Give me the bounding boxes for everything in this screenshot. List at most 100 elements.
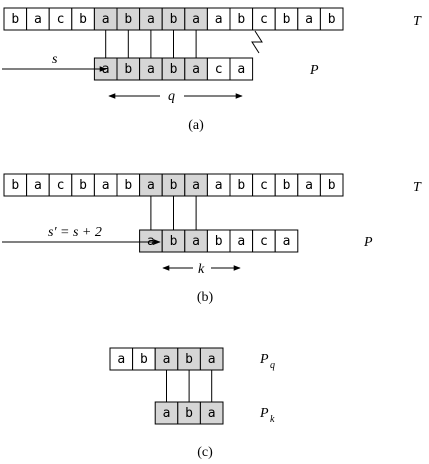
panel-b-pattern-cell: c bbox=[252, 229, 276, 253]
panel-c-bottom-cell-box bbox=[199, 401, 224, 425]
panel-b-text-cell-letter: b bbox=[11, 178, 19, 193]
panel-c-bottom-label: P bbox=[259, 406, 269, 421]
panel-a-text-cell-letter: c bbox=[57, 12, 65, 27]
panel-a-shift-label: s bbox=[52, 52, 58, 67]
panel-b-text-cell: a bbox=[184, 173, 208, 197]
panel-b-caption: (b) bbox=[197, 290, 214, 305]
panel-a-text-cell-letter: a bbox=[102, 12, 110, 27]
panel-b-text-cell-letter: b bbox=[124, 178, 132, 193]
panel-a-text-cell: a bbox=[206, 7, 231, 31]
panel-a-text-cell-letter: b bbox=[124, 12, 132, 27]
panel-c-bottom-cell: a bbox=[199, 401, 224, 425]
panel-b-text-cell-letter: b bbox=[283, 178, 291, 193]
panel-c-caption: (c) bbox=[197, 445, 213, 460]
panel-b-pattern-cell: a bbox=[139, 229, 163, 253]
panel-c-top-cell: a bbox=[154, 347, 179, 371]
panel-b-pattern-cell: b bbox=[161, 229, 186, 253]
panel-a-text-cell-letter: b bbox=[328, 12, 336, 27]
panel-b-text-cell: a bbox=[139, 173, 163, 197]
panel-a-caption: (a) bbox=[188, 118, 204, 133]
panel-b-pattern-cell: b bbox=[206, 229, 231, 253]
panel-a-span-label: q bbox=[168, 89, 175, 104]
panel-c-bottom-cell-letter: b bbox=[185, 406, 193, 421]
panel-c-top-cell: b bbox=[132, 347, 156, 371]
panel-a-pattern-cell-letter: a bbox=[237, 62, 245, 77]
panel-b-text-cell: b bbox=[116, 173, 141, 197]
panel-a-text-cell-letter: a bbox=[34, 12, 42, 27]
panel-a-pattern-label: P bbox=[309, 63, 319, 78]
panel-a-text-cell-letter: a bbox=[147, 12, 155, 27]
panel-c-match-lines bbox=[166, 370, 213, 402]
panel-b-text-cell-letter: a bbox=[102, 178, 110, 193]
panel-a-text-cell: b bbox=[229, 7, 254, 31]
panel-b-pattern-cell: a bbox=[229, 229, 254, 253]
panel-a-pattern-cell: b bbox=[161, 57, 186, 81]
panel-b-text-cell: c bbox=[48, 173, 73, 197]
panel-c-top-cell-letter: a bbox=[163, 352, 171, 367]
panel-b-text-cell: b bbox=[161, 173, 186, 197]
panel-b-text-cell: b bbox=[274, 173, 299, 197]
panel-b-pattern-cell-letter: a bbox=[192, 234, 200, 249]
panel-a-text-cell-letter: a bbox=[305, 12, 313, 27]
panel-c-top-cell: b bbox=[177, 347, 201, 371]
panel-b-text-cell: b bbox=[319, 173, 344, 197]
panel-c-bottom-cell-letter: a bbox=[208, 406, 216, 421]
panel-b-pattern-cell: a bbox=[274, 229, 299, 253]
panel-a-text-cell: b bbox=[71, 7, 95, 31]
panel-c-bottom-cell-letter: a bbox=[163, 406, 171, 421]
panel-c-top-label: P bbox=[259, 352, 269, 367]
panel-a-match-lines bbox=[105, 30, 197, 58]
panel-b-text-cell-letter: c bbox=[57, 178, 65, 193]
panel-a-pattern-cell-letter: c bbox=[215, 62, 223, 77]
panel-a-pattern-cell: a bbox=[139, 57, 163, 81]
panel-b-match-lines bbox=[150, 196, 197, 230]
panel-b-text-cell-letter: b bbox=[170, 178, 178, 193]
panel-a-text-cell: a bbox=[184, 7, 208, 31]
panel-a-text-cell: c bbox=[48, 7, 73, 31]
panel-a-text-cell: b bbox=[319, 7, 344, 31]
panel-a-text-cell-box bbox=[319, 7, 344, 31]
panel-b-text-cell: b bbox=[3, 173, 28, 197]
panel-c-top-cell: a bbox=[109, 347, 134, 371]
panel-b-text-cell-letter: a bbox=[147, 178, 155, 193]
panel-b-text-cell: a bbox=[206, 173, 231, 197]
panel-b-text-cell-letter: c bbox=[260, 178, 268, 193]
panel-c-top-cell-letter: a bbox=[208, 352, 216, 367]
panel-b-text-cell: a bbox=[93, 173, 118, 197]
panel-b-text-cell-letter: b bbox=[328, 178, 336, 193]
panel-b-text-cell: b bbox=[71, 173, 95, 197]
panel-a-mismatch-zigzag bbox=[251, 30, 263, 54]
panel-c-bottom-cell: b bbox=[177, 401, 201, 425]
panel-b-text-cell: c bbox=[252, 173, 276, 197]
panel-a-text-cell-letter: a bbox=[215, 12, 223, 27]
panel-a-pattern-cell-letter: b bbox=[124, 62, 132, 77]
panel-c-top-cell-letter: b bbox=[185, 352, 193, 367]
panel-a-text-cell: c bbox=[252, 7, 276, 31]
panel-c-top-cell-letter: a bbox=[117, 352, 125, 367]
panel-b-text-cell-letter: a bbox=[34, 178, 42, 193]
panel-b-pattern-cell: a bbox=[184, 229, 208, 253]
panel-b-text-cell-letter: b bbox=[237, 178, 245, 193]
panel-b-pattern-cell-letter: c bbox=[260, 234, 268, 249]
panel-a-pattern-cell: c bbox=[206, 57, 231, 81]
panel-a-text-cell-letter: b bbox=[79, 12, 87, 27]
panel-a-pattern-cell-letter: a bbox=[147, 62, 155, 77]
panel-c-top-cell: a bbox=[199, 347, 224, 371]
panel-a-text-cell-letter: b bbox=[11, 12, 19, 27]
panel-b-pattern-cell-letter: a bbox=[237, 234, 245, 249]
panel-b-text-cell: a bbox=[297, 173, 321, 197]
panel-b-text-cell: a bbox=[26, 173, 50, 197]
panel-b-pattern-cell-letter: a bbox=[283, 234, 291, 249]
panel-c-top-label-sub: q bbox=[270, 360, 275, 371]
panel-c-bottom-cell: a bbox=[154, 401, 179, 425]
panel-a-pattern-cell: a bbox=[184, 57, 208, 81]
panel-b-text-cell-letter: a bbox=[192, 178, 200, 193]
panel-b-pattern-cell-box bbox=[274, 229, 299, 253]
panel-a-pattern-cell: b bbox=[116, 57, 141, 81]
panel-a-text-cell: b bbox=[116, 7, 141, 31]
